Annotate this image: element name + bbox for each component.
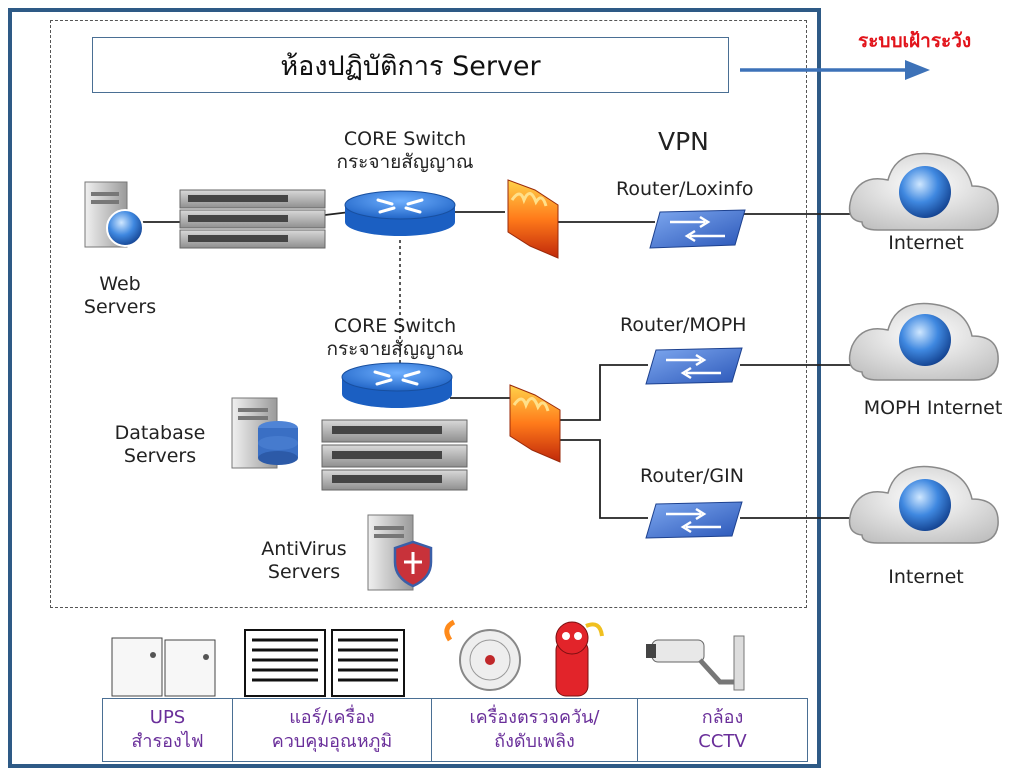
database-servers-line1: Database [114,422,206,444]
equipment-cctv-line1: กล้อง [701,707,744,728]
firewall-top-icon [507,179,559,259]
router-gin-label: Router/GIN [640,465,744,487]
moph-internet-label: MOPH Internet [863,397,1003,419]
antivirus-servers-line1: AntiVirus [261,538,347,560]
ups-icon [111,637,216,697]
equipment-cell-aircon: แอร์/เครื่อง ควบคุมอุณหภูมิ [232,698,432,762]
internet-cloud-top-icon [848,152,999,231]
core-switch-bottom-line2: กระจายสัญญาณ [326,338,464,360]
server-zone-boundary [50,20,807,608]
core-switch-top-label: CORE Switch กระจายสัญญาณ [310,128,500,174]
web-servers-line1: Web [99,273,141,295]
database-servers-label: Database Servers [100,422,220,468]
core-switch-top-line1: CORE Switch [343,128,467,150]
equipment-cctv-line2: CCTV [698,731,747,752]
server-room-title: ห้องปฏิบัติการ Server [92,37,729,93]
connection-lines [140,211,860,519]
web-server-icon [84,181,144,248]
equipment-aircon-line2: ควบคุมอุณหภูมิ [271,731,393,752]
antivirus-servers-label: AntiVirus Servers [248,538,360,584]
router-moph-label: Router/MOPH [620,314,747,336]
equipment-cell-fire: เครื่องตรวจควัน/ ถังดับเพลิง [431,698,638,762]
internet-top-label: Internet [888,232,964,254]
equipment-ups-line2: สำรองไฟ [131,731,204,752]
equipment-fire-line1: เครื่องตรวจควัน/ [469,707,600,728]
equipment-cell-cctv: กล้อง CCTV [637,698,808,762]
monitoring-system-label: ระบบเฝ้าระวัง [858,30,972,52]
cctv-camera-icon [646,635,745,691]
core-switch-bottom-line1: CORE Switch [333,315,457,337]
antivirus-servers-line2: Servers [267,561,341,583]
core-router-bottom-icon [341,362,453,408]
monitoring-arrow [740,60,930,80]
router-loxinfo-icon [649,209,746,249]
core-switch-top-line2: กระจายสัญญาณ [336,151,474,173]
internet-bottom-label: Internet [888,566,964,588]
equipment-fire-line2: ถังดับเพลิง [494,731,575,752]
database-server-icon [231,397,298,469]
router-moph-icon [645,347,743,385]
antivirus-server-icon [367,514,433,591]
core-router-top-icon [344,190,456,236]
facility-equipment-table: UPS สำรองไฟ แอร์/เครื่อง ควบคุมอุณหภูมิ … [102,698,808,762]
fire-extinguisher-icon [555,621,604,697]
equipment-aircon-line1: แอร์/เครื่อง [289,707,375,728]
router-loxinfo-label: Router/Loxinfo [616,178,754,200]
web-servers-label: Web Servers [75,273,165,319]
firewall-bottom-icon [509,384,561,463]
switch-stack-top-icon [179,189,326,249]
equipment-cell-ups: UPS สำรองไฟ [102,698,233,762]
database-servers-line2: Servers [123,445,197,467]
core-switch-bottom-label: CORE Switch กระจายสัญญาณ [300,315,490,361]
router-gin-icon [645,501,743,539]
internet-cloud-bottom-icon [848,465,999,544]
server-room-frame [8,8,821,768]
moph-cloud-icon [848,302,999,381]
vpn-label: VPN [658,127,709,156]
switch-stack-bottom-icon [321,419,468,491]
smoke-detector-icon [444,619,521,691]
air-conditioner-icon [244,629,405,697]
web-servers-line2: Servers [83,296,157,318]
equipment-ups-line1: UPS [149,707,186,728]
